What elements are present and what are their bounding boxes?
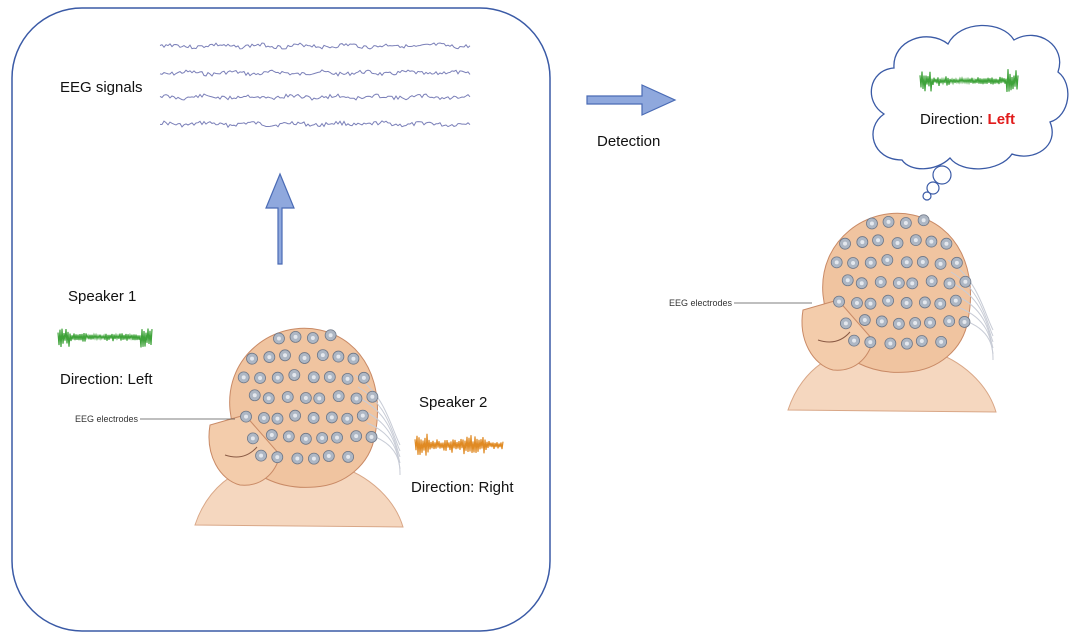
detected-direction: Direction: Left <box>920 111 1015 128</box>
eeg-signal-traces <box>160 34 480 134</box>
eeg-trace-2 <box>160 70 470 76</box>
speaker-1-waveform-icon <box>58 322 154 352</box>
detected-direction-value: Left <box>988 111 1016 128</box>
speaker-2-waveform-icon <box>415 430 505 460</box>
up-arrow-icon <box>262 172 302 267</box>
detected-waveform-icon <box>920 66 1020 96</box>
eeg-electrodes-pointer-line <box>140 417 240 421</box>
detection-label: Detection <box>597 133 660 150</box>
head-with-electrodes-illustration <box>185 315 405 530</box>
right-arrow-icon <box>585 82 680 122</box>
speaker-1-label: Speaker 1 <box>68 288 136 305</box>
eeg-electrodes-label-right: EEG electrodes <box>669 298 732 308</box>
speaker-2-direction: Direction: Right <box>411 479 514 496</box>
eeg-trace-3 <box>160 94 470 100</box>
head-with-electrodes-illustration-right <box>778 200 998 415</box>
detected-direction-prefix: Direction: <box>920 111 988 128</box>
speaker-2-label: Speaker 2 <box>419 394 487 411</box>
eeg-signals-label: EEG signals <box>60 79 143 96</box>
speaker-1-direction: Direction: Left <box>60 371 153 388</box>
thought-cloud <box>862 10 1072 210</box>
eeg-trace-4 <box>160 121 470 127</box>
eeg-trace-1 <box>160 43 470 49</box>
eeg-electrodes-label: EEG electrodes <box>75 414 138 424</box>
eeg-electrodes-pointer-line-right <box>734 301 814 305</box>
